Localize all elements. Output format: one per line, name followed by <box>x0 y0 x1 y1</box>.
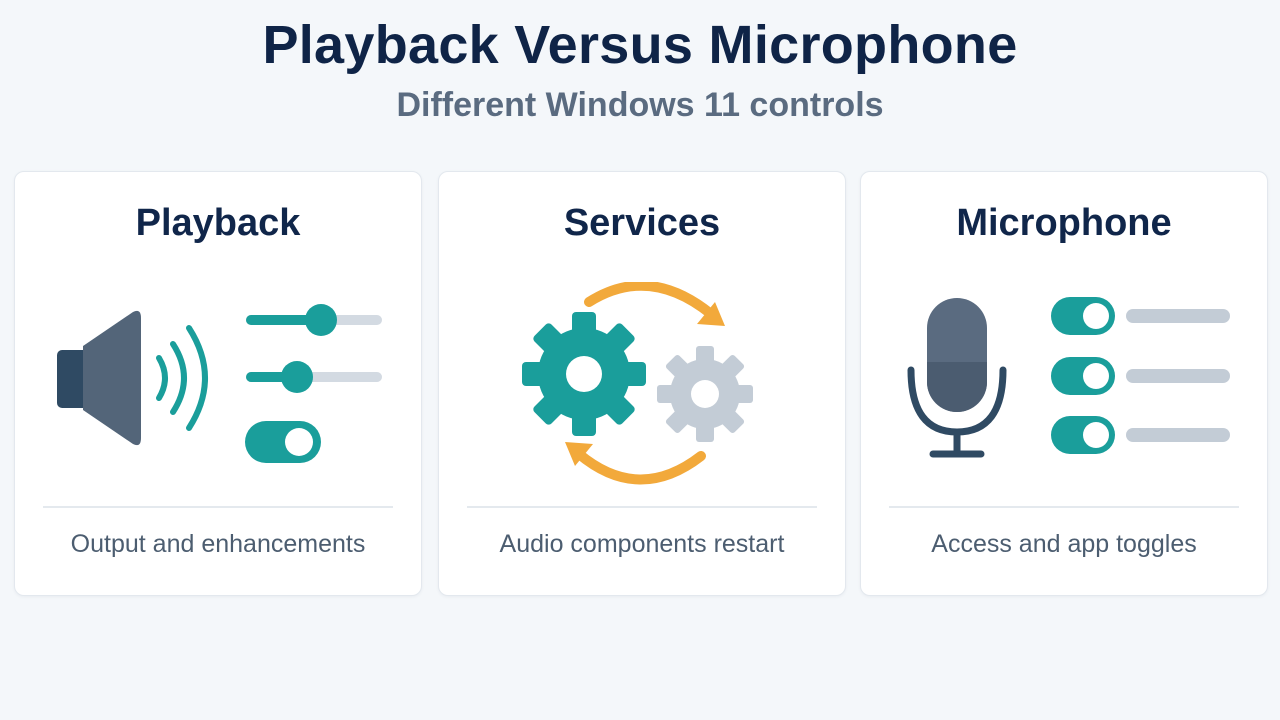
speaker-sliders-icon <box>15 282 421 492</box>
services-card-divider <box>467 506 817 508</box>
playback-card-title: Playback <box>135 202 301 244</box>
microphone-card-divider <box>889 506 1239 508</box>
playback-card-caption: Output and enhancements <box>70 530 366 558</box>
microphone-card-title: Microphone <box>956 202 1172 244</box>
microphone-card: Microphone Access <box>860 171 1268 596</box>
gears-restart-icon <box>439 282 845 492</box>
playback-card: Playback Output and enhancements <box>14 171 422 596</box>
services-card: Services <box>438 171 846 596</box>
microphone-card-caption: Access and app toggles <box>931 530 1197 558</box>
playback-card-divider <box>43 506 393 508</box>
microphone-toggles-icon <box>861 282 1267 492</box>
page-subtitle: Different Windows 11 controls <box>396 86 884 124</box>
services-card-caption: Audio components restart <box>499 530 785 558</box>
services-card-title: Services <box>563 202 721 244</box>
page-title: Playback Versus Microphone <box>262 15 1018 75</box>
